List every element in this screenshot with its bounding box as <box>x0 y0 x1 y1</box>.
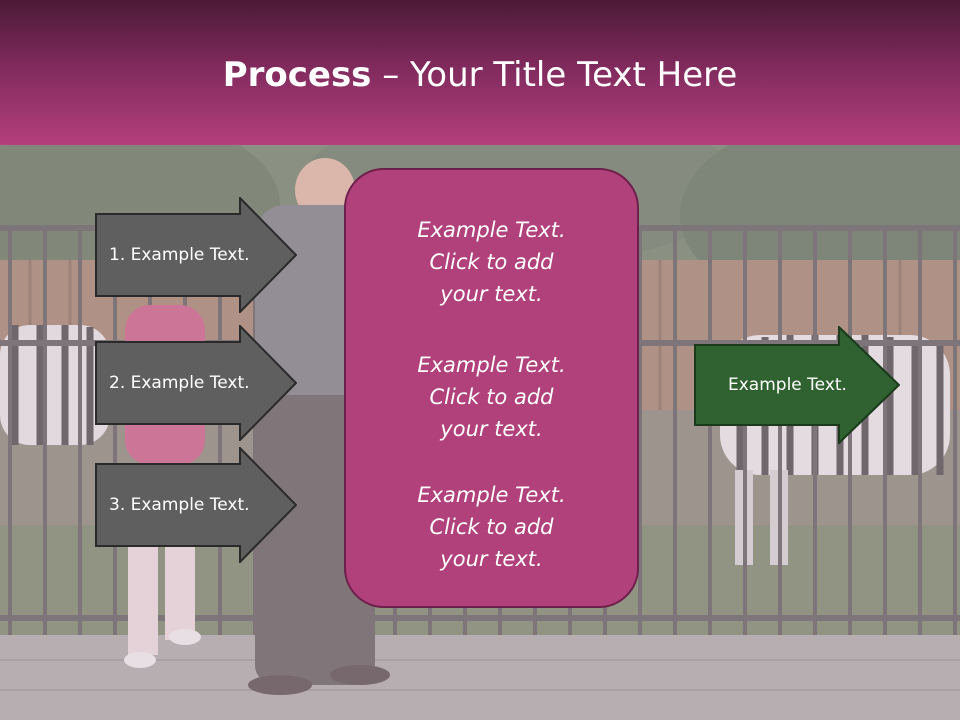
center-text-block-2: Example Text. Click to add your text. <box>346 349 637 445</box>
step-label-1: 1. Example Text. <box>109 245 250 265</box>
center-line: Click to add <box>429 385 554 409</box>
step-label-3: 3. Example Text. <box>109 495 250 515</box>
center-line: Example Text. <box>417 218 566 242</box>
center-line: Example Text. <box>417 483 566 507</box>
center-text-box[interactable]: Example Text. Click to add your text. Ex… <box>344 168 639 608</box>
title-rest-text: – Your Title Text Here <box>371 55 738 95</box>
result-arrow-label: Example Text. <box>728 375 847 395</box>
center-line: your text. <box>440 547 543 571</box>
slide-title[interactable]: Process – Your Title Text Here <box>0 52 960 98</box>
center-text-block-3: Example Text. Click to add your text. <box>346 479 637 575</box>
center-line: your text. <box>440 417 543 441</box>
center-line: Example Text. <box>417 353 566 377</box>
step-label-2: 2. Example Text. <box>109 373 250 393</box>
center-line: your text. <box>440 282 543 306</box>
center-text-block-1: Example Text. Click to add your text. <box>346 214 637 310</box>
step-arrow-1[interactable]: 1. Example Text. <box>95 197 297 313</box>
title-bold-text: Process <box>222 55 372 95</box>
step-arrow-3[interactable]: 3. Example Text. <box>95 447 297 563</box>
title-bar: Process – Your Title Text Here <box>0 0 960 145</box>
result-arrow[interactable]: Example Text. <box>694 326 900 444</box>
step-arrow-2[interactable]: 2. Example Text. <box>95 325 297 441</box>
center-line: Click to add <box>429 515 554 539</box>
center-line: Click to add <box>429 250 554 274</box>
